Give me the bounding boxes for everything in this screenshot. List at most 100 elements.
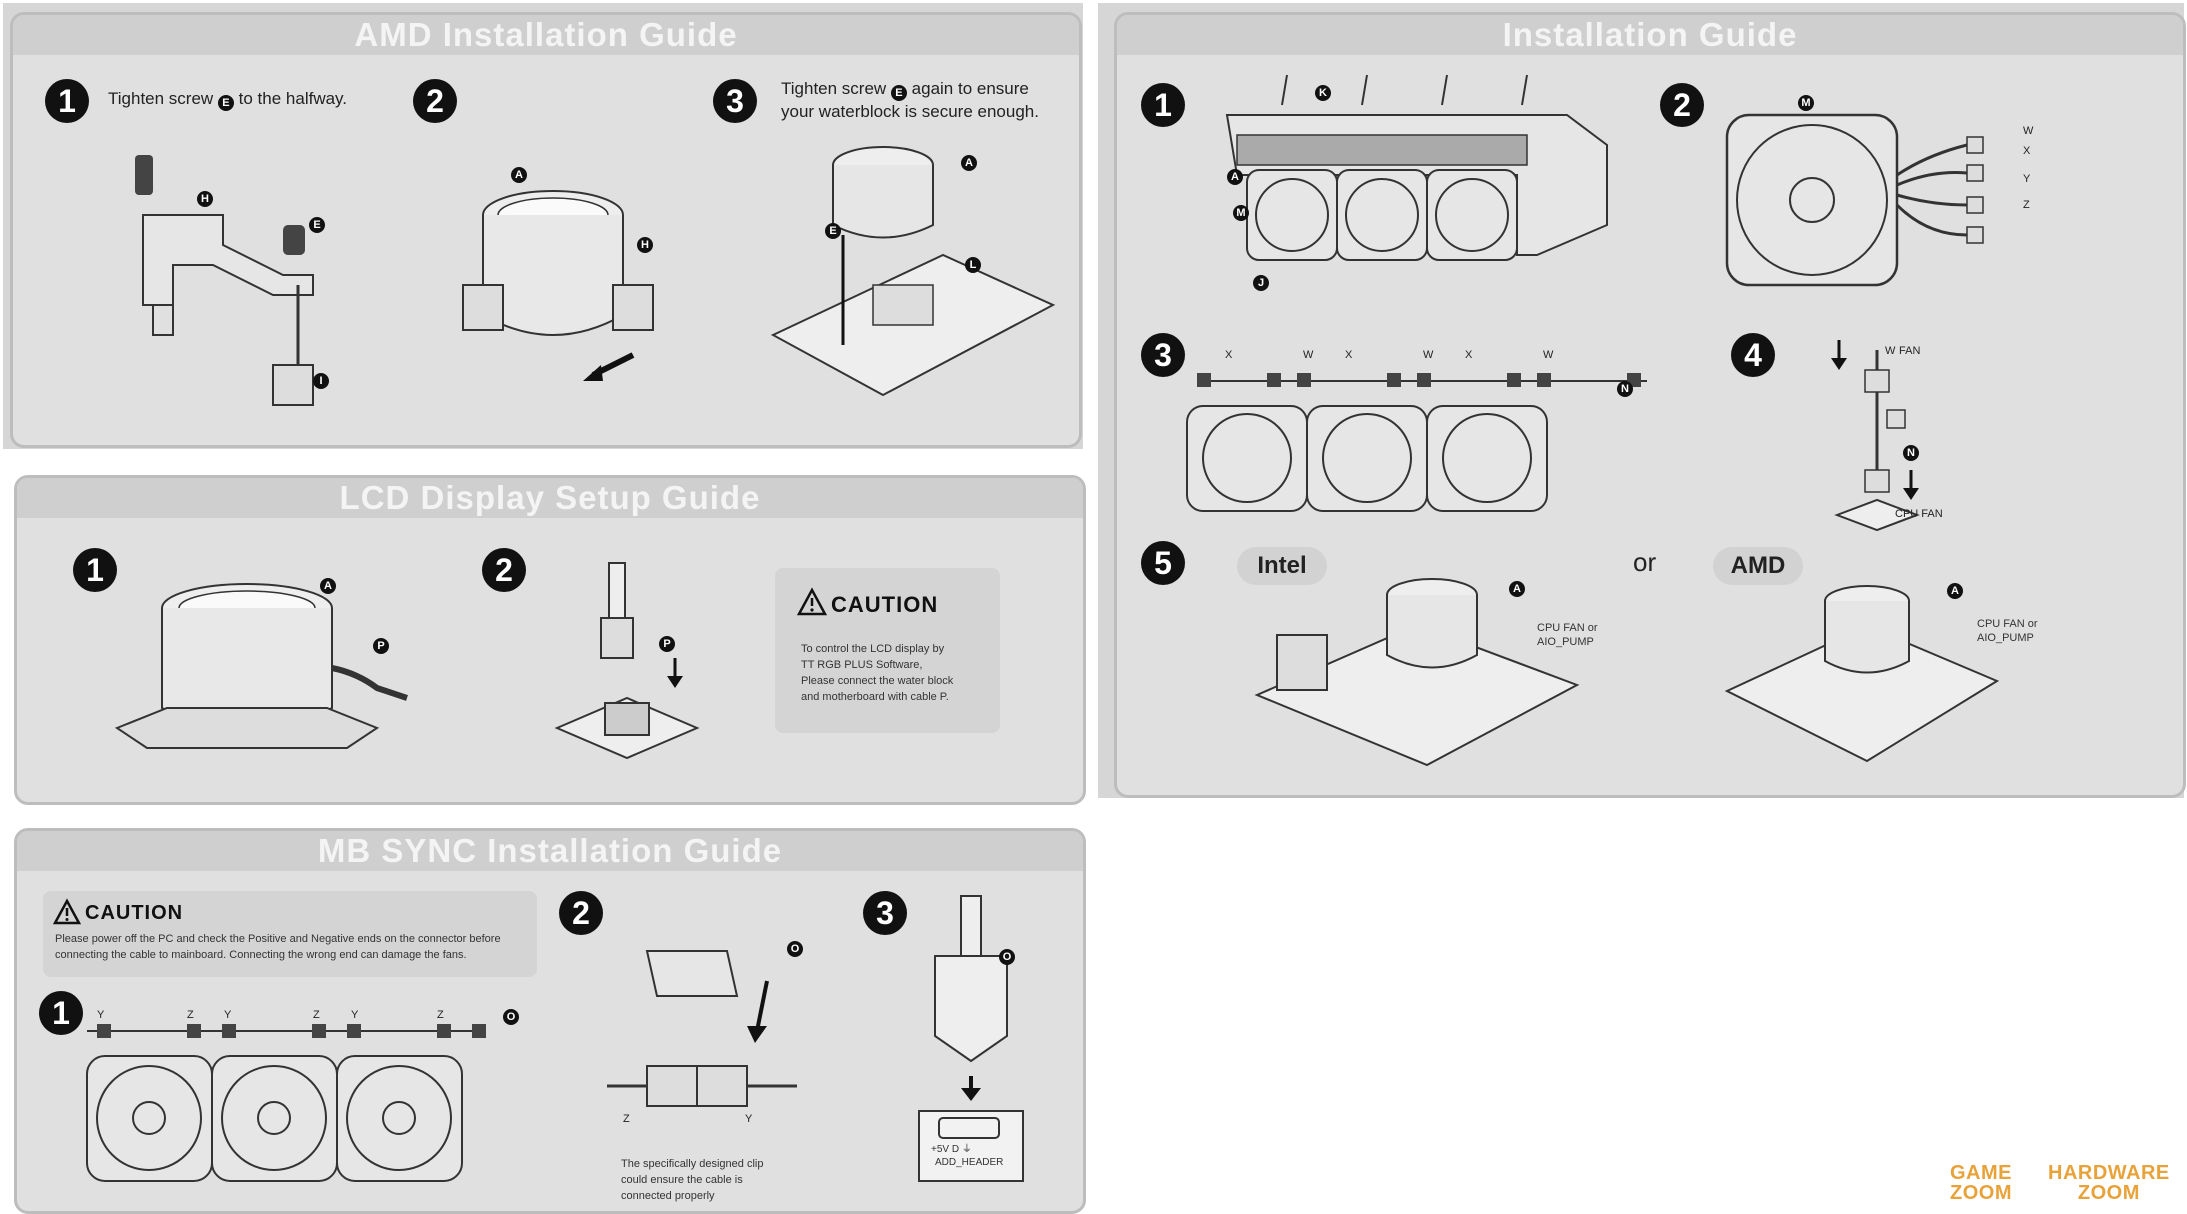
install-fan-chain-illustration	[1186, 373, 1647, 512]
install-step-4-number: 4	[1731, 333, 1775, 377]
amd-step-3-tag-e2: E	[825, 223, 841, 239]
mb-caution-line-1: Please power off the PC and check the Po…	[55, 933, 501, 945]
mb-header-pins-label: +5V D ⏚	[931, 1144, 972, 1155]
amd-installation-card: AMD Installation Guide 1 Tighten screw E…	[10, 12, 1082, 448]
amd-step-1-text: Tighten screw E to the halfway.	[108, 87, 347, 111]
mb-step-1-number: 1	[39, 991, 83, 1035]
lcd-guide-title: LCD Display Setup Guide	[17, 478, 1083, 518]
mb-connector-illustration	[918, 895, 1024, 1182]
mb-clip-text-2: could ensure the cable is	[621, 1174, 743, 1186]
lcd-caution-box: CAUTION To control the LCD display by TT…	[775, 568, 1000, 733]
install-amd-label: AMD	[1713, 547, 1803, 585]
mb-step-1-tag-o: O	[503, 1009, 519, 1025]
lcd-step-1-tag-p: P	[373, 638, 389, 654]
install-tag-m: M	[1233, 205, 1249, 221]
install-fan-wires-illustration	[1725, 113, 1984, 287]
install-amd-cpu-fan-2: AIO_PUMP	[1977, 632, 2034, 644]
mb-sync-card: MB SYNC Installation Guide CAUTION Pleas…	[14, 828, 1086, 1214]
amd-step-3-text: Tighten screw E again to ensure your wat…	[781, 77, 1039, 123]
install-radiator-illustration	[1225, 74, 1608, 261]
install-step-3-x3: X	[1465, 349, 1473, 361]
amd-step-1-tag-e2: E	[309, 217, 325, 233]
amd-step-1-tag-e: E	[217, 95, 234, 111]
watermark-hardware-zoom: HARDWARE ZOOM	[2048, 1163, 2170, 1203]
lcd-step-1-tag-a: A	[320, 578, 336, 594]
mb-letter-z2: Z	[313, 1009, 320, 1021]
install-intel-board-illustration	[1254, 578, 1580, 767]
install-or-label: or	[1633, 547, 1657, 577]
amd-bracket-illustration	[135, 155, 314, 406]
install-step-4-down-arrow-icon	[1903, 470, 1919, 500]
amd-step-1-number: 1	[45, 79, 89, 123]
mb-caution-box: CAUTION Please power off the PC and chec…	[43, 891, 537, 977]
lcd-down-arrow-icon	[667, 658, 683, 688]
install-step-5-number: 5	[1141, 541, 1185, 585]
mb-step-2-letter-y: Y	[745, 1113, 753, 1125]
mb-step-2-tag-o: O	[787, 941, 803, 957]
mb-caution-title: CAUTION	[85, 902, 184, 924]
mb-clip-illustration	[607, 950, 797, 1107]
amd-motherboard-illustration	[770, 146, 1056, 397]
mb-step-3-tag-o: O	[999, 949, 1015, 965]
install-wire-y: Y	[2023, 173, 2031, 185]
lcd-caution-line-3: Please connect the water block	[801, 675, 954, 687]
install-step-3-w2: W	[1423, 349, 1434, 361]
install-wire-z: Z	[2023, 199, 2030, 211]
mb-clip-text-3: connected properly	[621, 1190, 715, 1202]
watermark-game-zoom: GAME ZOOM	[1950, 1163, 2012, 1203]
lcd-step-2-number: 2	[482, 548, 526, 592]
amd-step-2-tag-h: H	[637, 237, 653, 253]
amd-step-3-tag-l: L	[965, 257, 981, 273]
mb-fan-chain-illustration	[86, 1024, 486, 1182]
install-intel-cpu-fan-1: CPU FAN or	[1537, 622, 1598, 634]
install-wire-x: X	[2023, 145, 2031, 157]
amd-step-2-number: 2	[413, 79, 457, 123]
install-intel-cpu-fan-2: AIO_PUMP	[1537, 636, 1594, 648]
install-tag-j: J	[1253, 275, 1269, 291]
install-step-3-w1: W	[1303, 349, 1314, 361]
install-step-3-w3: W	[1543, 349, 1554, 361]
amd-step-3-line1-suffix: again to ensure	[911, 79, 1029, 98]
amd-step-3-line2: your waterblock is secure enough.	[781, 102, 1039, 121]
lcd-caution-line-1: To control the LCD display by	[801, 643, 945, 655]
lcd-header-illustration	[554, 562, 700, 760]
watermark-game-zoom-text: ZOOM	[1950, 1182, 2012, 1204]
amd-step-3-number: 3	[713, 79, 757, 123]
amd-step-1-tag-i: I	[313, 373, 329, 389]
amd-guide-title: AMD Installation Guide	[13, 15, 1079, 55]
mb-step-2-number: 2	[559, 891, 603, 935]
mb-header-label: ADD_HEADER	[935, 1157, 1004, 1168]
install-amd-board-illustration	[1724, 585, 2000, 763]
mb-letter-z1: Z	[187, 1009, 194, 1021]
install-step-1-number: 1	[1141, 83, 1185, 127]
amd-step-3-prefix: Tighten screw	[781, 79, 887, 98]
install-tag-k: K	[1315, 85, 1331, 101]
mb-letter-y1: Y	[97, 1009, 105, 1021]
install-step-3-tag-n: N	[1617, 381, 1633, 397]
mb-letter-y2: Y	[224, 1009, 232, 1021]
lcd-warning-icon	[796, 587, 828, 616]
mb-step-3-number: 3	[863, 891, 907, 935]
lcd-step-2-tag-p: P	[659, 636, 675, 652]
install-step-4-tag-n: N	[1903, 445, 1919, 461]
lcd-step-1-number: 1	[73, 548, 117, 592]
amd-step-1-tag-h: H	[197, 191, 213, 207]
watermark-game: GAME	[1950, 1162, 2012, 1184]
mb-letter-z3: Z	[437, 1009, 444, 1021]
install-cpu-fan-label: CPU FAN	[1895, 508, 1943, 520]
install-step-3-x2: X	[1345, 349, 1353, 361]
mb-warning-icon	[52, 898, 82, 925]
amd-step-2-tag-a: A	[511, 167, 527, 183]
amd-step-1-prefix: Tighten screw	[108, 89, 214, 108]
install-step-2-number: 2	[1660, 83, 1704, 127]
amd-step-3-tag-a: A	[961, 155, 977, 171]
watermark-hardware: HARDWARE	[2048, 1162, 2170, 1184]
install-amd-tag-a: A	[1947, 583, 1963, 599]
install-intel-label: Intel	[1237, 547, 1327, 585]
lcd-caution-line-4: and motherboard with cable P.	[801, 691, 949, 703]
lcd-caution-line-2: TT RGB PLUS Software,	[801, 659, 923, 671]
amd-waterblock-illustration	[462, 190, 654, 381]
install-amd-cpu-fan-1: CPU FAN or	[1977, 618, 2038, 630]
mb-step-2-letter-z: Z	[623, 1113, 630, 1125]
watermark-hardware-zoom-text: ZOOM	[2077, 1182, 2140, 1204]
